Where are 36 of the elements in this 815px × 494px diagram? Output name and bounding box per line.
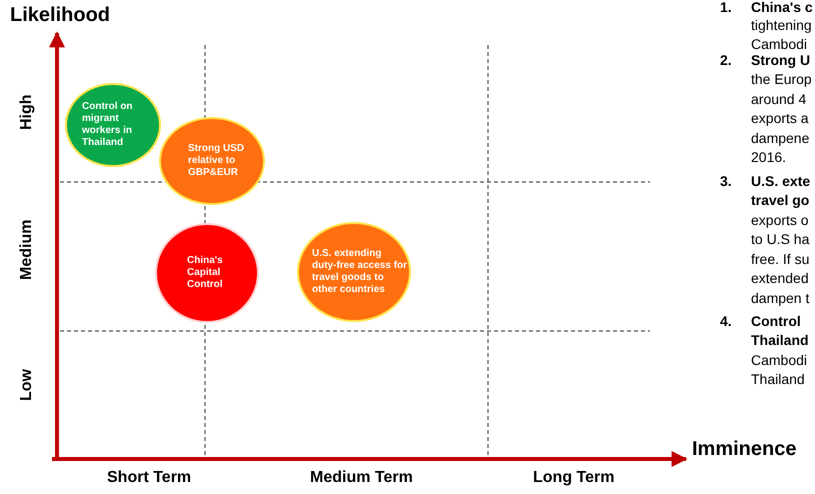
axis-tick-label: Long Term (533, 469, 614, 487)
list-number: 4. (720, 312, 732, 330)
list-text: Thailand (751, 370, 805, 388)
axis-tick-label: Medium (18, 220, 36, 280)
list-text: to U.S ha (751, 230, 810, 248)
list-text: dampene (751, 129, 810, 147)
list-number: 2. (720, 51, 732, 69)
list-text: around 4 (751, 90, 806, 108)
bubble-label: Control on migrant workers in Thailand (82, 101, 134, 149)
list-text: Thailand (751, 331, 809, 349)
axis-tick-label: Short Term (107, 469, 192, 487)
list-text: U.S. exte (751, 172, 810, 190)
bubble-label: Strong USD relative to GBP&EUR (188, 143, 246, 179)
list-text: Strong U (751, 51, 810, 69)
bubble-label: China's Capital Control (187, 255, 224, 291)
list-number: 3. (720, 172, 732, 190)
axis-tick-label: High (18, 94, 36, 130)
list-number: 1. (720, 0, 732, 16)
bubble-label: U.S. extending duty-free access for travel goods to other countries (312, 248, 408, 296)
list-text: the Europ (751, 70, 812, 88)
list-text: 2016. (751, 148, 786, 166)
axis-title: Likelihood (10, 6, 110, 24)
list-text: Cambodi (751, 35, 808, 53)
list-text: extended (751, 269, 809, 287)
list-text: exports a (751, 109, 809, 127)
list-text: tightening (751, 16, 812, 34)
list-text: Cambodi (751, 351, 808, 369)
list-text: free. If su (751, 250, 810, 268)
list-text: Control (751, 312, 801, 330)
axis-title: Imminence (692, 440, 796, 458)
list-text: dampen t (751, 289, 810, 307)
axis-tick-label: Low (18, 369, 36, 401)
list-text: exports o (751, 211, 809, 229)
list-text: travel go (751, 191, 810, 209)
list-text: China's c (751, 0, 813, 16)
axis-tick-label: Medium Term (310, 469, 413, 487)
